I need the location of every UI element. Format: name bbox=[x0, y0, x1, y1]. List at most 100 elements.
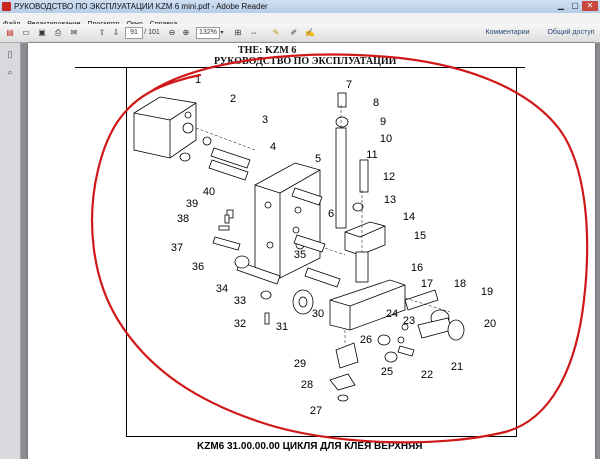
open-icon[interactable]: ▭ bbox=[22, 28, 30, 37]
callout-37: 37 bbox=[171, 242, 183, 254]
email-icon[interactable]: ✉ bbox=[70, 28, 78, 37]
callout-20: 20 bbox=[484, 318, 496, 330]
maximize-button[interactable]: ▢ bbox=[571, 1, 579, 10]
zoom-out-icon[interactable]: ⊖ bbox=[168, 28, 176, 37]
part-20-nut bbox=[447, 319, 465, 341]
callout-1: 1 bbox=[195, 74, 201, 86]
callout-17: 17 bbox=[421, 278, 433, 290]
callout-30: 30 bbox=[312, 308, 324, 320]
part-37-screw bbox=[212, 236, 241, 251]
callout-33: 33 bbox=[234, 295, 246, 307]
part-40-cap bbox=[226, 209, 234, 219]
close-button[interactable]: ✕ bbox=[582, 1, 598, 11]
callout-21: 21 bbox=[451, 361, 463, 373]
navigation-panel: ▯ ⌕ bbox=[0, 43, 21, 459]
callout-24: 24 bbox=[386, 308, 398, 320]
page-thumbnails-icon[interactable]: ▯ bbox=[7, 49, 13, 59]
next-page-icon[interactable]: ⇩ bbox=[112, 28, 120, 37]
comment-icon[interactable]: ✎ bbox=[272, 28, 280, 37]
callout-9: 9 bbox=[380, 116, 386, 128]
attachments-icon[interactable]: ⌕ bbox=[7, 67, 13, 77]
callout-5: 5 bbox=[315, 153, 321, 165]
callout-39: 39 bbox=[186, 198, 198, 210]
callout-16: 16 bbox=[411, 262, 423, 274]
callout-19: 19 bbox=[481, 286, 493, 298]
callout-18: 18 bbox=[454, 278, 466, 290]
part-29-bracket bbox=[335, 342, 359, 369]
page-total: / 101 bbox=[144, 29, 160, 36]
fit-page-icon[interactable]: ⊞ bbox=[234, 28, 242, 37]
toolbar: ▤ ▭ ▣ ⎙ ✉ ⇧ ⇩ 91 / 101 ⊖ ⊕ 132% ▾ ⊞ ⇔ ✎ … bbox=[0, 24, 600, 43]
callout-35: 35 bbox=[294, 249, 306, 261]
create-pdf-icon[interactable]: ▤ bbox=[6, 28, 14, 37]
minimize-button[interactable]: ▁ bbox=[557, 1, 565, 10]
part-3-screw bbox=[210, 147, 251, 169]
highlight-icon[interactable]: ✐ bbox=[290, 28, 298, 37]
part-26-washer bbox=[377, 334, 391, 346]
header-rule bbox=[75, 67, 525, 68]
callout-3: 3 bbox=[262, 114, 268, 126]
print-icon[interactable]: ⎙ bbox=[54, 28, 62, 37]
part-33-nut bbox=[260, 290, 272, 300]
part-22-screw bbox=[397, 345, 415, 357]
previous-page-icon[interactable]: ⇧ bbox=[98, 28, 106, 37]
part-36-nut bbox=[234, 255, 250, 269]
part-1-block bbox=[133, 96, 197, 159]
callout-31: 31 bbox=[276, 321, 288, 333]
sign-icon[interactable]: ✍ bbox=[305, 28, 315, 37]
part-23-washer bbox=[397, 336, 405, 344]
part-32-pin bbox=[264, 312, 270, 325]
red-freehand-annotation bbox=[90, 53, 589, 444]
callout-38: 38 bbox=[177, 213, 189, 225]
part-24-washer bbox=[401, 323, 409, 331]
part-4-plate bbox=[254, 162, 321, 279]
callout-2: 2 bbox=[230, 93, 236, 105]
callout-27: 27 bbox=[310, 405, 322, 417]
comments-pane-button[interactable]: Комментарии bbox=[485, 29, 530, 36]
document-header-title: РУКОВОДСТВО ПО ЭКСПЛУАТАЦИИ bbox=[214, 56, 397, 67]
callout-29: 29 bbox=[294, 358, 306, 370]
callout-7: 7 bbox=[346, 79, 352, 91]
part-10-rod bbox=[335, 127, 347, 229]
callout-26: 26 bbox=[360, 334, 372, 346]
callout-13: 13 bbox=[384, 194, 396, 206]
share-pane-button[interactable]: Общий доступ bbox=[547, 29, 595, 36]
callout-23: 23 bbox=[403, 315, 415, 327]
callout-4: 4 bbox=[270, 141, 276, 153]
part-7-screw bbox=[337, 92, 347, 108]
callout-8: 8 bbox=[373, 97, 379, 109]
part-16-spring bbox=[355, 251, 369, 283]
callout-32: 32 bbox=[234, 318, 246, 330]
part-21-screw bbox=[417, 317, 453, 339]
page-number-input[interactable]: 91 bbox=[125, 27, 143, 39]
zoom-in-icon[interactable]: ⊕ bbox=[182, 28, 190, 37]
part-18-pin bbox=[404, 289, 439, 311]
callout-40: 40 bbox=[203, 186, 215, 198]
zoom-dropdown-icon[interactable]: ▾ bbox=[220, 30, 224, 36]
part-27-washer bbox=[337, 394, 349, 402]
callout-36: 36 bbox=[192, 261, 204, 273]
part-28-plate bbox=[329, 373, 356, 391]
drawing-caption: KZM6 31.00.00.00 ЦИКЛЯ ДЛЯ КЛЕЯ ВЕРХНЯЯ bbox=[197, 441, 423, 452]
window-title: РУКОВОДСТВО ПО ЭКСПЛУАТАЦИИ KZM 6 mini.p… bbox=[14, 2, 268, 11]
part-35-pin bbox=[293, 234, 326, 253]
part-13-washer bbox=[352, 202, 364, 212]
fit-width-icon[interactable]: ⇔ bbox=[250, 28, 258, 37]
callout-22: 22 bbox=[421, 369, 433, 381]
callout-15: 15 bbox=[414, 230, 426, 242]
document-header-model: ТНЕ: KZM 6 bbox=[238, 45, 297, 56]
part-25-nut bbox=[384, 351, 398, 363]
callout-12: 12 bbox=[383, 171, 395, 183]
callout-34: 34 bbox=[216, 283, 228, 295]
zoom-input[interactable]: 132% bbox=[196, 27, 220, 39]
part-38-spring bbox=[218, 225, 230, 231]
part-14-carriage bbox=[344, 221, 386, 256]
part-9-nut bbox=[335, 116, 349, 128]
callout-14: 14 bbox=[403, 211, 415, 223]
part-17-bar bbox=[329, 279, 406, 331]
callout-28: 28 bbox=[301, 379, 313, 391]
part-6-pin bbox=[304, 267, 341, 288]
save-icon[interactable]: ▣ bbox=[38, 28, 46, 37]
adobe-reader-icon bbox=[2, 2, 11, 11]
